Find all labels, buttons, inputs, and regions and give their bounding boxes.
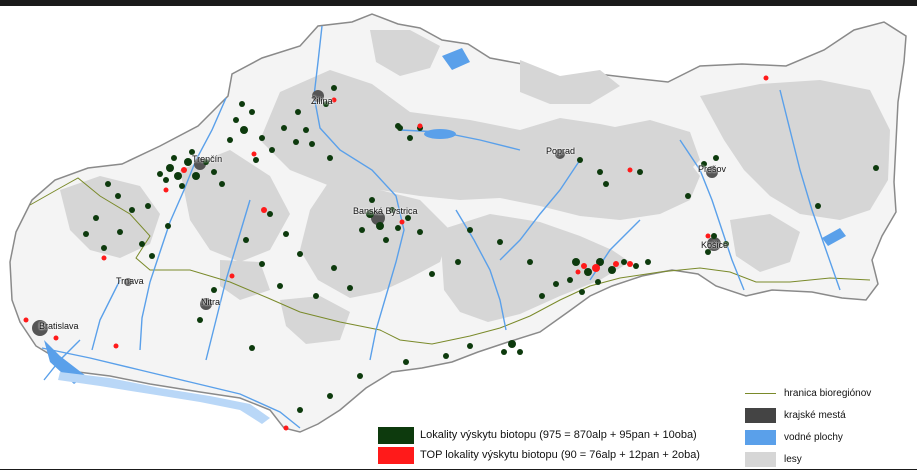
legend-label-top: TOP lokality výskytu biotopu (90 = 76alp… (420, 449, 700, 461)
legend-swatch-top (378, 446, 414, 464)
city-label-nitra: Nitra (201, 297, 221, 307)
city-label-trencin: Trenčín (192, 154, 223, 164)
legend-row-forest: lesy (745, 448, 915, 470)
legend-row-water: vodné plochy (745, 426, 915, 448)
city-label-kosice: Košice (701, 240, 729, 250)
legend-swatch-cities (745, 407, 776, 423)
city-areas (32, 90, 721, 336)
city-label-zilina: Žilina (311, 96, 333, 106)
water-bodies (44, 48, 846, 384)
legend-label-biotope: Lokality výskytu biotopu (975 = 870alp +… (420, 429, 697, 441)
top-biotope-locations (23, 75, 769, 431)
legend-label-water: vodné plochy (784, 431, 843, 443)
legend-swatch-forest (745, 451, 776, 467)
legend-line-bioregion (745, 392, 776, 394)
legend-row-top: TOP lokality výskytu biotopu (90 = 76alp… (378, 445, 718, 465)
legend-row-bioregion: hranica bioregiónov (745, 382, 915, 404)
rivers (41, 25, 841, 429)
city-label-bratislava: Bratislava (39, 321, 79, 331)
city-label-banska-bystrica: Banská Bystrica (353, 206, 418, 216)
legend-swatch-water (745, 429, 776, 445)
biotope-locations (83, 85, 879, 413)
legend-row-biotope: Lokality výskytu biotopu (975 = 870alp +… (378, 425, 718, 445)
legend-label-cities: krajské mestá (784, 409, 846, 421)
legend-label-bioregion: hranica bioregiónov (784, 387, 872, 399)
city-label-presov: Prešov (698, 164, 727, 174)
danube-band (58, 372, 270, 424)
city-label-poprad: Poprad (546, 146, 576, 156)
legend-locations: Lokality výskytu biotopu (975 = 870alp +… (378, 425, 718, 465)
city-label-trnava: Trnava (116, 276, 144, 286)
legend-label-forest: lesy (784, 453, 802, 465)
legend-features: hranica bioregiónov krajské mestá vodné … (745, 382, 915, 470)
legend-swatch-biotope (378, 426, 414, 444)
bioregion-boundary (29, 177, 871, 345)
legend-row-cities: krajské mestá (745, 404, 915, 426)
